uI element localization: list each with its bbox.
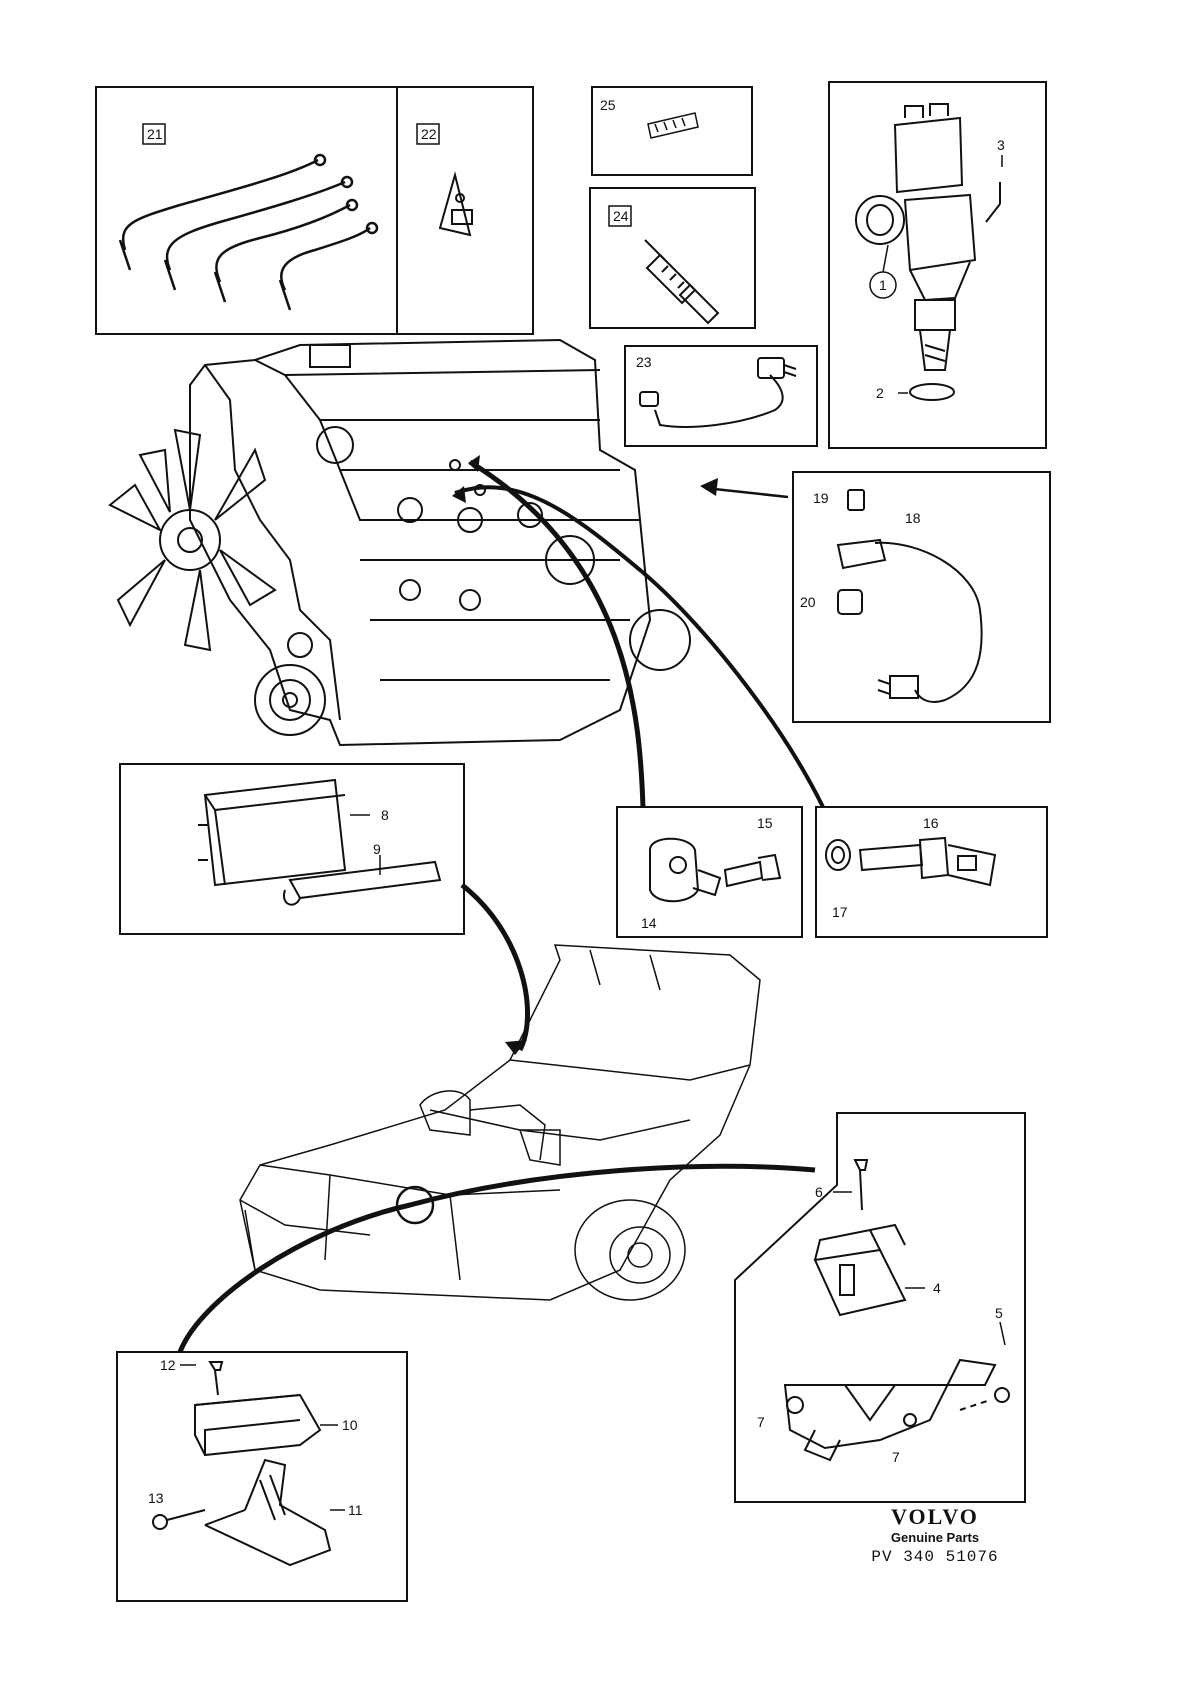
distributor-panel [828,81,1047,449]
callout-1: 1 [879,277,887,293]
callout-20: 20 [800,594,816,610]
knock-sensor-icon [649,837,782,903]
callout-16: 16 [923,815,939,831]
callout-box-21 [142,123,166,145]
callout-18: 18 [905,510,921,526]
callout-9: 9 [373,841,381,857]
callout-13: 13 [148,1490,164,1506]
callout-19: 19 [813,490,829,506]
document-number: PV 340 51076 [871,1548,999,1566]
callout-24: 24 [613,208,629,224]
sensor-lead-panel [792,471,1051,723]
ignition-coil-panel [734,1112,1026,1503]
temp-sensor-panel [815,806,1048,938]
label-strip-icon [647,112,699,139]
tagline: Genuine Parts [890,1530,980,1545]
callout-box-24 [608,205,632,227]
connector-control-module [460,883,531,1052]
temp-sensor-icon [825,836,997,887]
callout-22: 22 [421,126,437,142]
module-bracket-panel [116,1351,408,1602]
callout-17: 17 [832,904,848,920]
distributor-icon [855,103,1001,401]
callout-6: 6 [815,1184,823,1200]
callout-4: 4 [933,1280,941,1296]
callout-12: 12 [160,1357,176,1373]
callout-11: 11 [348,1502,363,1518]
callout-7-right: 7 [892,1449,900,1465]
callout-7-left: 7 [757,1414,765,1430]
callout-2: 2 [876,385,884,401]
connector-temp-sensor [454,485,825,808]
sensor-lead-icon [836,489,983,703]
ignition-coil-icon [813,1159,907,1317]
spark-plug-panel [589,187,756,329]
connector-knock-sensor [468,459,646,808]
callout-15: 15 [757,815,773,831]
control-module-panel [119,763,465,935]
screw-13-icon [152,1509,206,1530]
callout-box-22 [416,123,440,145]
bracket-11-icon [204,1458,332,1567]
arrow-sensor-lead [704,486,789,499]
bracket-icon [783,1358,1010,1462]
callout-5: 5 [995,1305,1003,1321]
brand-logo: VOLVO [891,1504,979,1529]
ignition-leads-icon [118,153,379,311]
label-panel [591,86,753,176]
control-module-icon [198,778,442,906]
callout-21: 21 [147,126,163,142]
pulley-icon [254,632,326,736]
engine-block-drawing [108,338,691,747]
module-icon [194,1361,322,1457]
ignition-leads-panel [95,86,534,335]
connector-coil [177,1163,816,1353]
callout-3: 3 [997,137,1005,153]
connector-lines [177,459,825,1353]
callout-8: 8 [381,807,389,823]
callout-25: 25 [600,97,616,113]
rotor-icon [438,171,473,237]
spark-plug-icon [644,239,720,325]
callout-23: 23 [636,354,652,370]
car-outline-drawing [239,944,761,1301]
footer: VOLVO Genuine Parts PV 340 51076 [860,1505,1010,1567]
cable-23-panel [624,345,818,447]
fan-icon [108,428,277,652]
knock-sensor-panel [616,806,803,938]
callout-10: 10 [342,1417,358,1433]
cable-icon [639,357,797,428]
callout-14: 14 [641,915,657,931]
